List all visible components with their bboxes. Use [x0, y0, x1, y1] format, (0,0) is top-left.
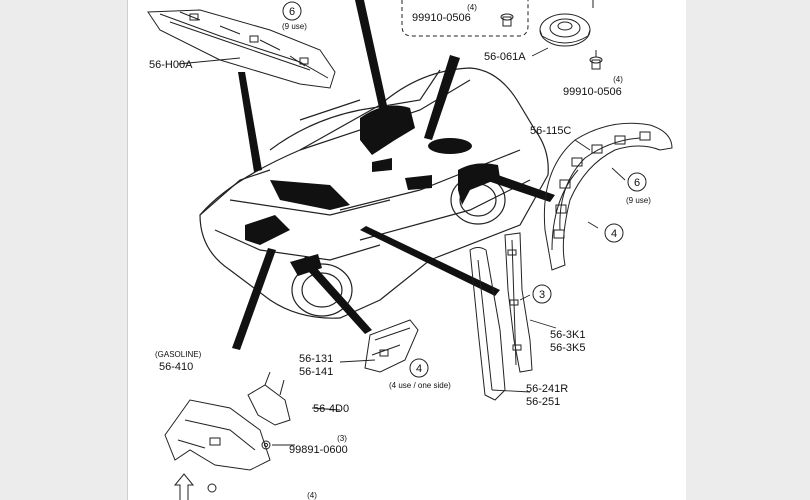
note-9use-top: (9 use)	[282, 22, 307, 31]
note-9use-right: (9 use)	[626, 196, 651, 205]
note-4use-one-side: (4 use / one side)	[389, 381, 451, 390]
callout-four-right: 4	[604, 223, 624, 243]
qty-bottom: (4)	[307, 491, 317, 500]
label-56-h00a: 56-H00A	[149, 59, 193, 71]
wheel-liner-part	[543, 122, 673, 271]
bottom-arrow	[173, 473, 217, 500]
dashed-callout-box	[401, 0, 529, 37]
qty-bolt: (3)	[337, 434, 347, 443]
side-seal-part	[469, 247, 506, 401]
qty-fastener-right: (4)	[613, 75, 623, 84]
svg-text:4: 4	[611, 228, 617, 240]
qty-fastener-top: (4)	[467, 3, 477, 12]
fastener-clip-top	[500, 13, 514, 27]
label-56-115c: 56-115C	[530, 125, 571, 137]
label-56-3k5: 56-3K5	[550, 342, 585, 354]
fastener-clip-right	[589, 50, 603, 70]
car-body-outline	[199, 67, 549, 319]
highlighted-parts-on-car	[245, 105, 500, 276]
svg-text:3: 3	[539, 289, 545, 301]
label-56-061a: 56-061A	[484, 51, 526, 63]
callout-four-mid: 4	[409, 358, 429, 378]
label-56-241r: 56-241R	[526, 383, 568, 395]
leader-strokes	[232, 0, 555, 350]
callout-three: 3	[532, 284, 552, 304]
svg-text:6: 6	[289, 6, 295, 18]
label-99910-0506-top: 99910-0506	[412, 12, 471, 24]
callout-six-top: 6	[282, 1, 302, 21]
cowl-panel-part	[147, 9, 336, 89]
note-gasoline: (GASOLINE)	[155, 350, 202, 359]
insulator-disc-part	[539, 13, 591, 47]
svg-text:4: 4	[416, 363, 422, 375]
label-56-141: 56-141	[299, 366, 333, 378]
label-56-410: 56-410	[159, 361, 193, 373]
bolt-fastener	[261, 440, 271, 450]
thin-leader-lines	[177, 47, 626, 446]
splash-guard-part	[364, 319, 419, 373]
left-margin-band	[0, 0, 127, 500]
right-margin-band	[686, 0, 810, 500]
label-56-4d0: 56-4D0	[313, 403, 349, 415]
label-56-251: 56-251	[526, 396, 560, 408]
svg-text:6: 6	[634, 177, 640, 189]
label-56-131: 56-131	[299, 353, 333, 365]
label-56-3k1: 56-3K1	[550, 329, 585, 341]
mount-bracket-part	[247, 371, 291, 426]
callout-six-right: 6	[627, 172, 647, 192]
label-99891-0600: 99891-0600	[289, 444, 348, 456]
label-99910-0506-right: 99910-0506	[563, 86, 622, 98]
front-wheel	[291, 263, 353, 317]
sill-trim-part	[504, 232, 533, 373]
under-cover-part	[164, 399, 271, 471]
